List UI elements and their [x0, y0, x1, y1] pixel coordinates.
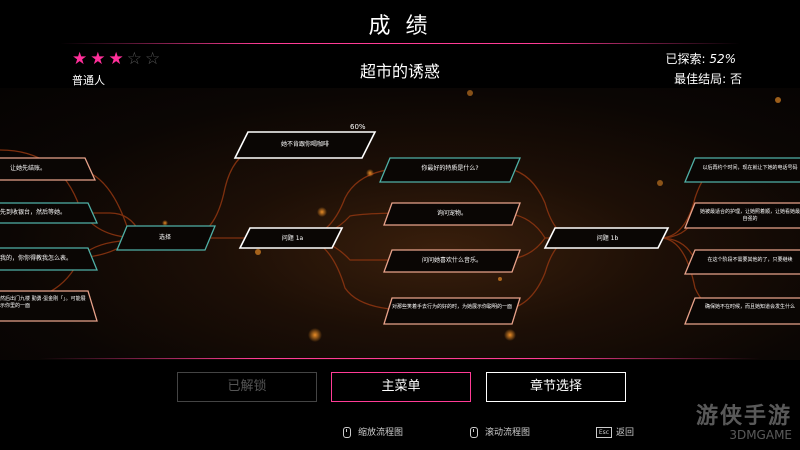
flow-node[interactable]: 她不肯跟你喝咖啡	[280, 141, 329, 148]
footer-divider	[40, 358, 760, 359]
progress-percent-label: 60%	[350, 123, 366, 131]
flow-node[interactable]: 确保她不在时候，而且她知道会发生什么	[704, 304, 795, 310]
star-filled-icon: ★	[72, 49, 91, 69]
explored-label: 已探索:	[665, 52, 706, 66]
star-rating: ★★★☆☆	[72, 50, 163, 68]
explored-stat: 已探索: 52%	[665, 50, 736, 67]
flow-node[interactable]: 让她先结账。	[10, 165, 47, 172]
back-hint[interactable]: Esc 返回	[596, 425, 634, 438]
rank-label: 普通人	[72, 74, 105, 87]
flow-node[interactable]: 对那些笑着手去行为的好的时，为她展示你聪明的一面	[392, 304, 513, 310]
flow-node[interactable]: 我的，你你得教我怎么表。	[0, 255, 73, 262]
flow-node[interactable]: 在这个阶段不需要其他的了，只要继续	[707, 257, 793, 263]
chapter-title: 超市的诱惑	[359, 62, 440, 81]
flowchart-panel[interactable]: 60% 让她先结账。 先到收银台，然后等她。 我的，你你得教我怎么表。 然后出门…	[0, 88, 800, 360]
watermark-sub: 3DMGAME	[729, 428, 792, 442]
flow-node[interactable]: 问问她喜欢什么音乐。	[421, 257, 482, 264]
explored-value: 52%	[709, 52, 736, 66]
flow-node[interactable]: 询问宠物。	[436, 210, 467, 217]
flow-node[interactable]: 以后再约个时间，现在就让下她的电话号码	[702, 165, 798, 171]
page-title: 成 绩	[368, 14, 432, 39]
flow-node[interactable]: 你最好的特质是什么?	[421, 165, 479, 172]
best-ending-stat: 最佳结局: 否	[674, 72, 742, 86]
flow-node[interactable]: 问题 1b	[596, 235, 619, 242]
star-empty-icon: ☆	[145, 49, 164, 69]
zoom-hint: 缩放流程图	[343, 425, 403, 438]
flowchart-canvas	[0, 90, 800, 342]
flow-node[interactable]: 选择	[158, 234, 171, 241]
mouse-icon	[343, 427, 351, 438]
flow-node[interactable]: 先到收银台，然后等她。	[0, 209, 67, 216]
main-menu-button[interactable]: 主菜单	[331, 372, 471, 402]
flow-node[interactable]: 问题 1a	[281, 235, 304, 242]
keyboard-key-icon: Esc	[596, 427, 612, 438]
mouse-icon	[470, 427, 478, 438]
star-filled-icon: ★	[108, 49, 127, 69]
back-hint-label: 返回	[616, 428, 635, 438]
watermark-logo: 游侠手游	[695, 404, 792, 429]
scroll-hint: 滚动流程图	[470, 425, 530, 438]
flow-node[interactable]: 然后出门九楼 勤勇·蛋金刚「」。可能展示你里的一面	[0, 296, 86, 309]
header-divider	[60, 43, 740, 44]
star-empty-icon: ☆	[126, 49, 145, 69]
zoom-hint-label: 缩放流程图	[358, 428, 404, 438]
scroll-hint-label: 滚动流程图	[485, 428, 531, 438]
chapter-select-button[interactable]: 章节选择	[486, 372, 626, 402]
star-filled-icon: ★	[90, 49, 109, 69]
flow-node[interactable]: 她被最适合的护理，让她照着顺，让她看她最自强的	[700, 209, 800, 222]
unlocked-button[interactable]: 已解锁	[177, 372, 317, 402]
